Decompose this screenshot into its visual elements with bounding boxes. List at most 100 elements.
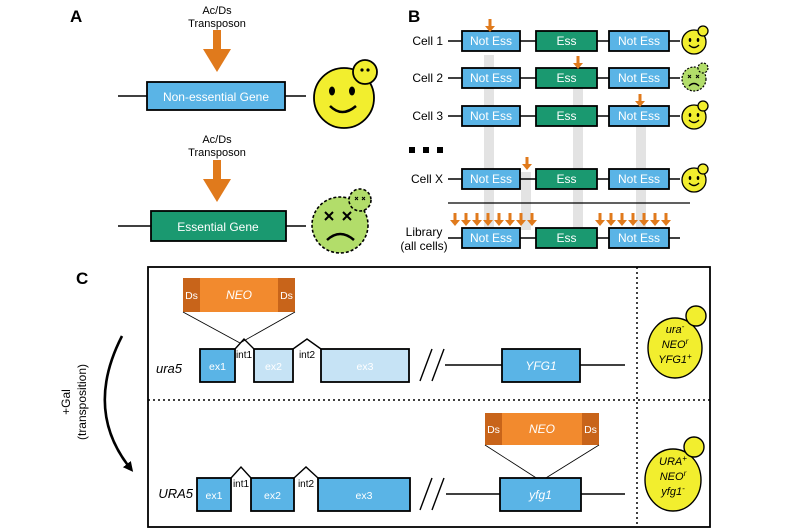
happy-yeast-icon [681, 100, 709, 130]
transposition-label-1: +Gal [59, 389, 73, 415]
insertion-arrow-1 [485, 19, 495, 32]
library-arrow-8 [527, 213, 537, 226]
cell-3-gene-box-3 [608, 105, 670, 127]
transposon-label-top-1: Ac/Ds [202, 5, 232, 17]
cell-1-gene-box-1 [461, 30, 521, 52]
target-gene-label-top: YFG1 [525, 359, 556, 373]
cell-row-3: Cell 3 Not Ess Ess Not Ess [412, 94, 709, 130]
cell-1-gene-label-3: Not Ess [618, 34, 660, 48]
library-arrow-3 [472, 213, 482, 226]
library-gene-box-1 [461, 227, 521, 249]
cell-label-2: Cell 2 [412, 71, 443, 85]
cell-2-gene-box-2 [535, 67, 598, 89]
library-gene-box-3 [608, 227, 670, 249]
library-gene-label-2: Ess [556, 231, 576, 245]
int1-label-bottom: int1 [233, 479, 250, 490]
insertion-arrow-4 [522, 157, 532, 170]
library-label-1: Library [406, 225, 443, 239]
gene-model-top [234, 337, 625, 382]
ex3-label-bottom: ex3 [356, 490, 373, 502]
ex2-label-top: ex2 [265, 361, 282, 373]
transposition-arrow [103, 335, 134, 472]
library-gene-box-2 [535, 227, 598, 249]
genotype-bottom-2: NEOr [660, 469, 687, 483]
library-arrows [450, 213, 671, 226]
library-arrow-9 [595, 213, 605, 226]
genotype-bottom-3: yfg1- [660, 484, 685, 498]
cell-4-gene-label-1: Not Ess [470, 172, 512, 186]
cell-row-2: Cell 2 Not Ess Ess Not Ess [412, 56, 709, 92]
exon2-bottom [250, 477, 295, 512]
nonessential-gene-label: Non-essential Gene [163, 90, 269, 104]
target-gene-bottom [499, 477, 582, 512]
cell-2-gene-label-1: Not Ess [470, 71, 512, 85]
cell-label-4: Cell X [411, 172, 443, 186]
happy-yeast-icon [681, 163, 709, 193]
library-gene-label-1: Not Ess [470, 231, 512, 245]
cell-1-gene-box-3 [608, 30, 670, 52]
transposon-arrow-top [203, 30, 231, 72]
transposon-arrow-bottom [203, 160, 231, 202]
cell-2-gene-box-1 [461, 67, 521, 89]
exon1-bottom [196, 477, 232, 512]
insertion-arrow-3 [635, 94, 645, 107]
target-gene-top [501, 348, 581, 383]
cell-4-gene-box-2 [535, 168, 598, 190]
transposon-label-top-2: Transposon [188, 18, 246, 30]
cell-3-gene-box-2 [535, 105, 598, 127]
cell-label-3: Cell 3 [412, 109, 443, 123]
target-gene-label-bottom: yfg1 [528, 488, 552, 502]
ds-left-bottom: Ds [487, 424, 500, 436]
library-arrow-15 [661, 213, 671, 226]
ds-neo-cassette-bottom [484, 413, 600, 482]
gene-model-bottom [230, 465, 625, 511]
ex1-label-top: ex1 [209, 361, 226, 373]
essential-gene-label: Essential Gene [177, 220, 259, 234]
neo-bottom: NEO [529, 422, 555, 436]
cell-2-gene-box-3 [608, 67, 670, 89]
transposon-label-bottom-2: Transposon [188, 147, 246, 159]
cell-label-1: Cell 1 [412, 34, 443, 48]
cell-2-gene-label-2: Ess [556, 71, 576, 85]
library-arrow-7 [516, 213, 526, 226]
insertion-arrow-2 [573, 56, 583, 69]
ex2-label-bottom: ex2 [264, 490, 281, 502]
genotype-top-1: ura- [666, 322, 685, 336]
genotype-top-2: NEOr [662, 337, 689, 351]
library-arrow-10 [606, 213, 616, 226]
ds-left-top: Ds [185, 290, 198, 302]
library-arrow-12 [628, 213, 638, 226]
library-arrow-6 [505, 213, 515, 226]
ds-right-top: Ds [280, 290, 293, 302]
transposition-label-2: (transposition) [75, 364, 89, 440]
cell-1-gene-label-1: Not Ess [470, 34, 512, 48]
exon2-top [253, 348, 294, 383]
library-label-2: (all cells) [400, 239, 447, 253]
library-arrow-5 [494, 213, 504, 226]
cell-4-gene-label-3: Not Ess [618, 172, 660, 186]
cell-3-gene-label-3: Not Ess [618, 109, 660, 123]
cell-4-gene-box-1 [461, 168, 521, 190]
sick-yeast-icon [681, 62, 709, 92]
int2-label-bottom: int2 [298, 479, 315, 490]
cell-2-gene-label-3: Not Ess [618, 71, 660, 85]
library-arrow-4 [483, 213, 493, 226]
panel-a-letter: A [70, 7, 82, 26]
exon1-top [199, 348, 236, 383]
cell-3-gene-label-2: Ess [556, 109, 576, 123]
cell-3-gene-label-1: Not Ess [470, 109, 512, 123]
ex3-label-top: ex3 [357, 361, 374, 373]
cell-1-gene-box-2 [535, 30, 598, 52]
genotype-bottom-1: URA+ [659, 454, 687, 468]
gene-name-top: ura5 [156, 361, 183, 376]
int2-label-top: int2 [299, 350, 316, 361]
ds-neo-cassette-top [182, 278, 296, 344]
library-arrow-13 [639, 213, 649, 226]
ex1-label-bottom: ex1 [206, 490, 223, 502]
yeast-genotype-bottom-icon [644, 436, 705, 512]
exon3-bottom [317, 477, 411, 512]
